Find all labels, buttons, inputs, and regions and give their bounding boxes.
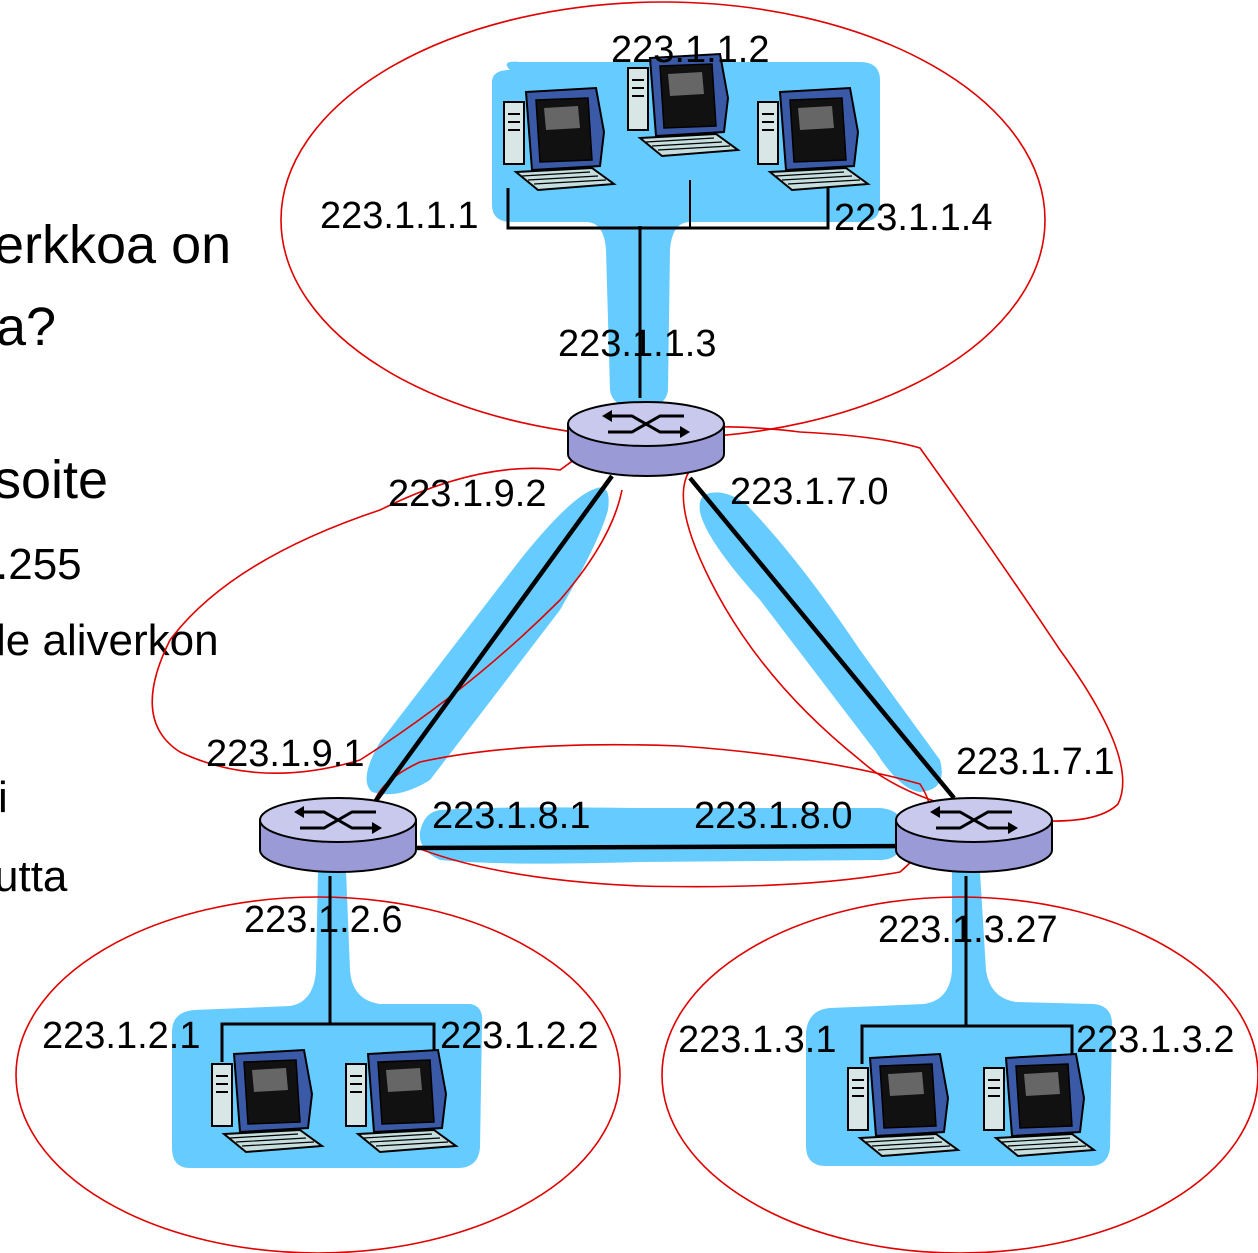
label-223-1-3-1: 223.1.3.1	[678, 1019, 836, 1061]
host-223-1-1-1-icon	[503, 87, 615, 191]
slide-text-line-3: soite	[0, 450, 108, 510]
bottom-left-lan-bus	[220, 1022, 436, 1062]
subnet-outlines	[15, 1, 1258, 1253]
label-223-1-7-0: 223.1.7.0	[730, 471, 888, 513]
links	[220, 180, 1074, 1064]
label-223-1-8-1: 223.1.8.1	[432, 795, 590, 837]
slide-text-line-7: utta	[0, 852, 68, 901]
right-link-highlight	[699, 492, 942, 792]
label-223-1-2-1: 223.1.2.1	[42, 1015, 200, 1057]
routers	[258, 400, 1054, 874]
label-223-1-1-1: 223.1.1.1	[320, 195, 478, 237]
slide-text-line-2: a?	[0, 297, 56, 357]
host-223-1-1-4-icon	[757, 87, 869, 191]
host-223-1-3-1-icon	[847, 1053, 959, 1157]
label-223-1-1-4: 223.1.1.4	[834, 197, 992, 239]
bottom-right-lan-bus	[860, 1024, 1074, 1064]
slide-text-line-4: .255	[0, 540, 82, 589]
slide-background-text: erkkoa on a? soite .255 le aliverkon i u…	[0, 215, 231, 901]
host-223-1-3-2-icon	[983, 1053, 1095, 1157]
slide-text-line-1: erkkoa on	[0, 215, 231, 275]
label-223-1-7-1: 223.1.7.1	[956, 741, 1114, 783]
slide-text-line-6: i	[0, 773, 8, 822]
label-223-1-3-2: 223.1.3.2	[1076, 1019, 1234, 1061]
address-labels: 223.1.1.2 223.1.1.1 223.1.1.4 223.1.1.3 …	[42, 29, 1234, 1061]
bottom-left-subnet-outline	[15, 896, 621, 1253]
label-223-1-9-1: 223.1.9.1	[206, 733, 364, 775]
top-lan-bus	[506, 188, 830, 230]
router-right-icon	[894, 796, 1054, 874]
slide-text-line-5: le aliverkon	[0, 616, 219, 665]
router-left-icon	[258, 796, 418, 874]
label-223-1-9-2: 223.1.9.2	[388, 473, 546, 515]
right-link-subnet-outline	[643, 426, 1124, 822]
label-223-1-8-0: 223.1.8.0	[694, 795, 852, 837]
router-top-icon	[566, 400, 726, 478]
label-223-1-3-27: 223.1.3.27	[878, 909, 1058, 951]
host-223-1-2-1-icon	[211, 1049, 323, 1153]
link-top-to-left-router	[370, 474, 614, 808]
label-223-1-2-2: 223.1.2.2	[440, 1015, 598, 1057]
bottom-right-subnet-outline	[661, 896, 1258, 1253]
middle-link-subnet-outline	[371, 743, 933, 888]
link-left-to-right-router	[403, 843, 907, 851]
label-223-1-1-3: 223.1.1.3	[558, 323, 716, 365]
link-top-to-right-router	[688, 476, 956, 800]
label-223-1-2-6: 223.1.2.6	[244, 899, 402, 941]
host-223-1-2-2-icon	[345, 1049, 457, 1153]
label-223-1-1-2: 223.1.1.2	[611, 29, 769, 71]
left-link-subnet-outline	[151, 425, 689, 775]
